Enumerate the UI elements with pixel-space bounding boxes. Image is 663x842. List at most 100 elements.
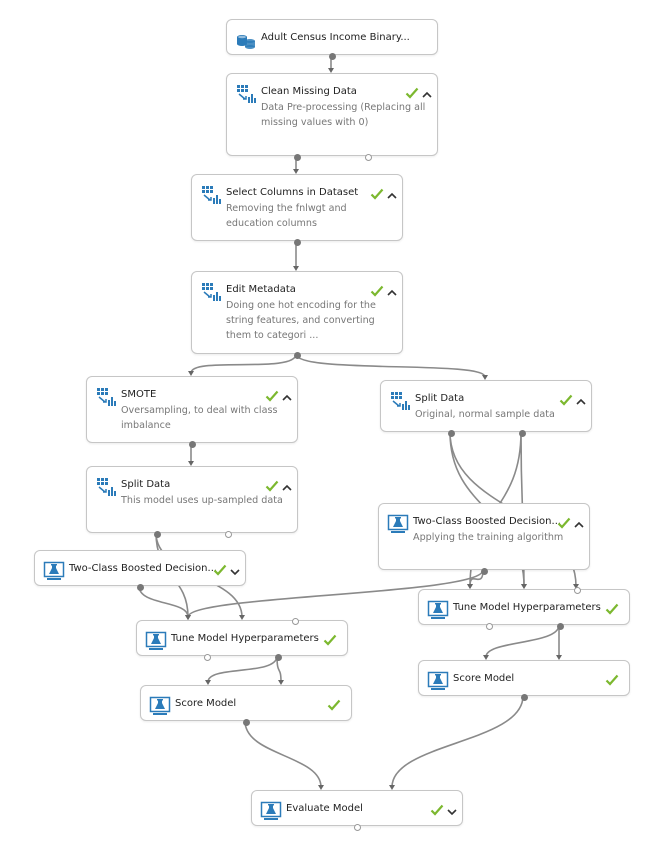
checkmark-icon [605, 671, 619, 686]
output-port[interactable] [153, 530, 161, 538]
connection-line[interactable] [244, 720, 322, 788]
module-eval[interactable]: Evaluate Model [251, 790, 463, 831]
module-title: Clean Missing Data [261, 86, 357, 97]
output-port[interactable] [242, 718, 250, 726]
output-port[interactable] [293, 351, 301, 359]
module-icon [95, 476, 117, 498]
output-port[interactable] [447, 429, 455, 437]
module-tune2[interactable]: Tune Model Hyperparameters [418, 586, 630, 630]
flask-icon [149, 695, 171, 717]
connection-line[interactable] [295, 353, 486, 378]
chevron-up-icon[interactable] [387, 283, 397, 296]
module-title: Tune Model Hyperparameters [453, 602, 601, 613]
output-port[interactable] [556, 622, 564, 630]
module-title: Two-Class Boosted Decision... [413, 516, 562, 527]
module-description: Doing one hot encoding for the string fe… [226, 300, 376, 341]
module-title: Tune Model Hyperparameters [171, 633, 319, 644]
module-icon [235, 83, 257, 105]
chevron-down-icon[interactable] [447, 802, 457, 816]
output-port[interactable] [293, 153, 301, 161]
arrowhead [556, 655, 562, 660]
chevron-down-icon[interactable] [230, 562, 240, 576]
output-port[interactable] [136, 583, 144, 591]
output-port[interactable] [224, 530, 232, 538]
arrowhead [318, 785, 324, 790]
chevron-up-icon[interactable] [282, 388, 292, 401]
output-port[interactable] [485, 622, 493, 630]
checkmark-icon [265, 477, 279, 492]
arrowhead [185, 615, 191, 620]
flask-icon [145, 630, 167, 652]
module-description: Removing the fnlwgt and education column… [226, 203, 347, 229]
module-title: Split Data [121, 479, 171, 490]
module-description: Original, normal sample data [415, 409, 555, 420]
module-title: Evaluate Model [286, 803, 363, 814]
output-port[interactable] [353, 823, 361, 831]
input-port[interactable] [573, 586, 581, 594]
checkmark-icon [265, 387, 279, 402]
connection-line[interactable] [207, 655, 278, 683]
input-port[interactable] [291, 617, 299, 625]
chevron-up-icon[interactable] [387, 186, 397, 199]
module-boost1[interactable]: Two-Class Boosted Decision... [34, 550, 246, 591]
output-port[interactable] [188, 440, 196, 448]
chevron-up-icon[interactable] [576, 392, 586, 405]
chevron-up-icon[interactable] [282, 478, 292, 491]
arrowhead [467, 584, 473, 589]
checkmark-icon [327, 696, 341, 711]
module-description: Oversampling, to deal with class imbalan… [121, 405, 278, 431]
module-description: This model uses up-sampled data [121, 495, 283, 506]
connection-line[interactable] [138, 585, 189, 618]
output-port[interactable] [203, 653, 211, 661]
connection-line[interactable] [187, 569, 484, 618]
checkmark-icon [370, 185, 384, 200]
arrowhead [328, 68, 334, 73]
output-port[interactable] [480, 567, 488, 575]
arrowhead [188, 461, 194, 466]
module-title: Score Model [175, 698, 237, 709]
module-census[interactable]: Adult Census Income Binary... [226, 19, 438, 60]
module-title: Select Columns in Dataset [226, 187, 359, 198]
module-score1[interactable]: Score Model [140, 685, 352, 726]
arrowhead [239, 615, 245, 620]
module-score2[interactable]: Score Model [418, 660, 630, 701]
checkmark-icon [370, 282, 384, 297]
checkmark-icon [430, 801, 444, 816]
checkmark-icon [605, 600, 619, 615]
module-smote[interactable]: SMOTE Oversampling, to deal with class im… [86, 376, 298, 448]
output-port[interactable] [518, 429, 526, 437]
module-title: SMOTE [121, 389, 157, 400]
arrowhead [483, 655, 489, 660]
arrowhead [293, 266, 299, 271]
module-boost2[interactable]: Two-Class Boosted Decision...Applying th… [378, 503, 590, 575]
flask-icon [43, 560, 65, 582]
connection-line[interactable] [485, 624, 560, 658]
output-port[interactable] [520, 693, 528, 701]
module-title: Split Data [415, 393, 465, 404]
connection-line[interactable] [190, 353, 297, 374]
chevron-up-icon[interactable] [574, 515, 584, 528]
chevron-up-icon[interactable] [422, 85, 432, 98]
dataset-icon [235, 29, 257, 51]
flask-icon [427, 599, 449, 621]
flask-icon [260, 800, 282, 822]
module-tune1[interactable]: Tune Model Hyperparameters [136, 617, 348, 661]
output-port[interactable] [364, 153, 372, 161]
output-port[interactable] [274, 653, 282, 661]
checkmark-icon [323, 631, 337, 646]
flask-icon [387, 513, 409, 535]
arrowhead [389, 785, 395, 790]
output-port[interactable] [293, 238, 301, 246]
module-icon [389, 390, 411, 412]
connection-line[interactable] [391, 695, 524, 788]
arrowhead [482, 375, 488, 380]
module-title: Score Model [453, 673, 515, 684]
output-port[interactable] [328, 52, 336, 60]
module-icon [200, 184, 222, 206]
module-icon [95, 386, 117, 408]
